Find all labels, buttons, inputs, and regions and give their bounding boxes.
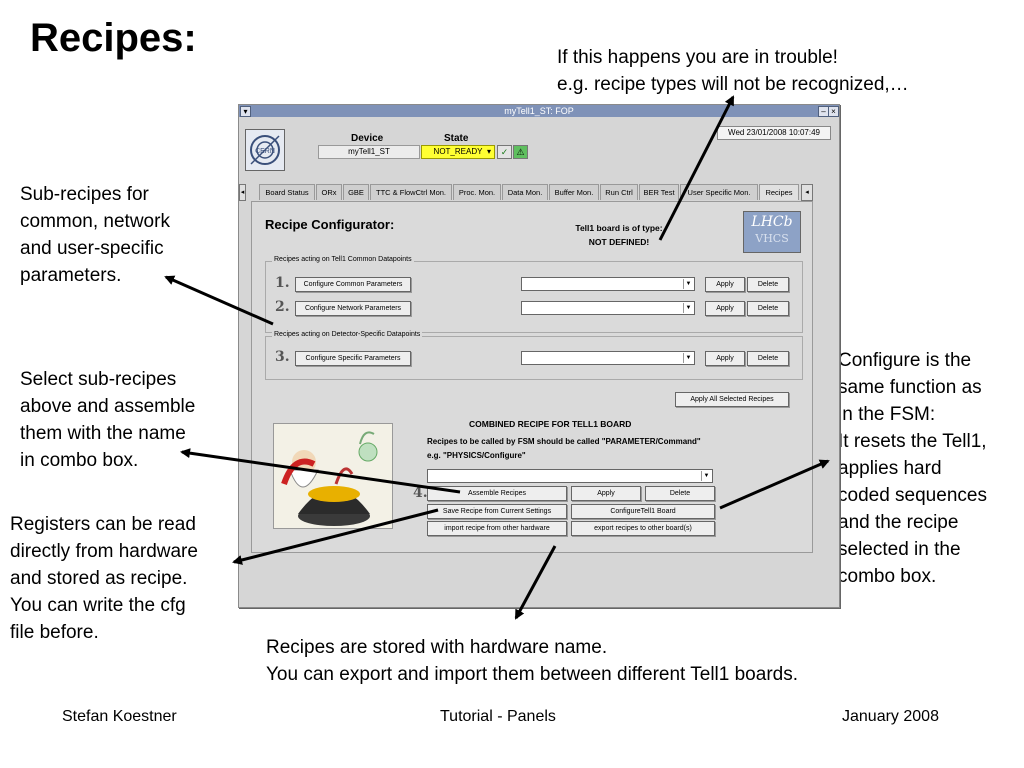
group-specific: Recipes acting on Detector-Specific Data… xyxy=(265,331,803,380)
chevron-down-icon: ▼ xyxy=(683,303,693,313)
recipe-combo-2[interactable]: ▼ xyxy=(521,301,695,315)
lhcb-logo: LHCb VHCS xyxy=(743,211,801,253)
cern-logo: CERN xyxy=(245,129,285,171)
apply-button-1[interactable]: Apply xyxy=(705,277,745,292)
state-value: NOT_READY xyxy=(433,147,483,156)
window-title: myTell1_ST: FOP xyxy=(504,106,574,116)
cern-logo-text: CERN xyxy=(255,148,275,155)
window-titlebar[interactable]: myTell1_ST: FOP ▾ – × xyxy=(239,105,839,117)
note-trouble: If this happens you are in trouble! e.g.… xyxy=(557,47,909,95)
tab-scroll-right-icon[interactable]: ◂ xyxy=(801,184,813,201)
tab-recipes[interactable]: Recipes xyxy=(759,184,799,200)
chevron-down-icon: ▼ xyxy=(701,471,711,481)
configure-network-button[interactable]: Configure Network Parameters xyxy=(295,301,411,316)
apply-combined-button[interactable]: Apply xyxy=(571,486,641,501)
row-2-number: 2. xyxy=(275,299,290,315)
window-menu-icon[interactable]: ▾ xyxy=(240,106,251,117)
tab-orx[interactable]: ORx xyxy=(316,184,342,200)
combined-note-1: Recipes to be called by FSM should be ca… xyxy=(427,437,701,446)
tab-scroll-left-icon[interactable]: ◂ xyxy=(239,184,246,201)
group-common: Recipes acting on Tell1 Common Datapoint… xyxy=(265,256,803,333)
tab-buffer-mon[interactable]: Buffer Mon. xyxy=(549,184,599,200)
chevron-down-icon: ▾ xyxy=(486,147,491,156)
footer-date: January 2008 xyxy=(842,708,939,725)
row-3-number: 3. xyxy=(275,349,290,365)
recipe-combo-3[interactable]: ▼ xyxy=(521,351,695,365)
datetime-display: Wed 23/01/2008 10:07:49 xyxy=(717,126,831,140)
tab-proc-mon[interactable]: Proc. Mon. xyxy=(453,184,501,200)
delete-combined-button[interactable]: Delete xyxy=(645,486,715,501)
apply-all-button[interactable]: Apply All Selected Recipes xyxy=(675,392,789,407)
lhcb-logo-text: LHCb xyxy=(751,214,793,230)
recipe-combo-1[interactable]: ▼ xyxy=(521,277,695,291)
app-window: myTell1_ST: FOP ▾ – × CERN Device State … xyxy=(238,104,840,608)
state-field[interactable]: NOT_READY ▾ xyxy=(421,145,495,159)
device-label: Device xyxy=(351,133,384,144)
confirm-check-icon[interactable]: ✓ xyxy=(497,145,512,159)
wizard-cartoon-image xyxy=(273,423,393,529)
configurator-title: Recipe Configurator: xyxy=(265,217,395,232)
footer-author: Stefan Koestner xyxy=(62,708,177,725)
board-type-line2: NOT DEFINED! xyxy=(588,237,650,247)
note-configure: Configure is the same function as in the… xyxy=(838,350,987,587)
tab-run-ctrl[interactable]: Run Ctrl xyxy=(600,184,638,200)
row-1-number: 1. xyxy=(275,275,290,291)
tab-board-status[interactable]: Board Status xyxy=(259,184,315,200)
assemble-recipes-button[interactable]: Assemble Recipes xyxy=(427,486,567,501)
note-registers: Registers can be read directly from hard… xyxy=(10,514,198,643)
combined-note-2: e.g. "PHYSICS/Configure" xyxy=(427,451,526,460)
tab-data-mon[interactable]: Data Mon. xyxy=(502,184,548,200)
window-close-icon[interactable]: × xyxy=(828,106,839,117)
note-select: Select sub-recipes above and assemble th… xyxy=(20,369,196,471)
footer-topic: Tutorial - Panels xyxy=(440,708,556,725)
chevron-down-icon: ▼ xyxy=(683,353,693,363)
configure-specific-button[interactable]: Configure Specific Parameters xyxy=(295,351,411,366)
tab-gbe[interactable]: GBE xyxy=(343,184,369,200)
row-4-number: 4. xyxy=(413,485,428,501)
board-type-info: Tell1 board is of type: NOT DEFINED! xyxy=(544,221,694,249)
tab-ttc-flowctrl[interactable]: TTC & FlowCtrl Mon. xyxy=(370,184,452,200)
delete-button-1[interactable]: Delete xyxy=(747,277,789,292)
apply-button-3[interactable]: Apply xyxy=(705,351,745,366)
device-field[interactable]: myTell1_ST xyxy=(318,145,420,159)
note-subrecipes: Sub-recipes for common, network and user… xyxy=(20,184,170,286)
combined-recipe-title: COMBINED RECIPE FOR TELL1 BOARD xyxy=(469,419,632,429)
apply-button-2[interactable]: Apply xyxy=(705,301,745,316)
tab-ber-test[interactable]: BER Test xyxy=(639,184,679,200)
delete-button-3[interactable]: Delete xyxy=(747,351,789,366)
configure-tell1-button[interactable]: ConfigureTell1 Board xyxy=(571,504,715,519)
group-specific-label: Recipes acting on Detector-Specific Data… xyxy=(272,331,423,338)
group-common-label: Recipes acting on Tell1 Common Datapoint… xyxy=(272,256,414,263)
slide-title: Recipes: xyxy=(30,16,197,60)
configure-common-button[interactable]: Configure Common Parameters xyxy=(295,277,411,292)
combined-recipe-combo[interactable]: ▼ xyxy=(427,469,713,483)
tab-user-specific-mon[interactable]: User Specific Mon. xyxy=(680,184,758,200)
export-recipes-button[interactable]: export recipes to other board(s) xyxy=(571,521,715,536)
import-recipe-button[interactable]: import recipe from other hardware xyxy=(427,521,567,536)
warning-icon[interactable]: ⚠ xyxy=(513,145,528,159)
chevron-down-icon: ▼ xyxy=(683,279,693,289)
delete-button-2[interactable]: Delete xyxy=(747,301,789,316)
save-recipe-button[interactable]: Save Recipe from Current Settings xyxy=(427,504,567,519)
board-type-line1: Tell1 board is of type: xyxy=(575,223,663,233)
note-stored: Recipes are stored with hardware name. Y… xyxy=(266,637,798,685)
tab-bar: ◂ Board Status ORx GBE TTC & FlowCtrl Mo… xyxy=(239,184,813,201)
state-label: State xyxy=(444,133,469,144)
